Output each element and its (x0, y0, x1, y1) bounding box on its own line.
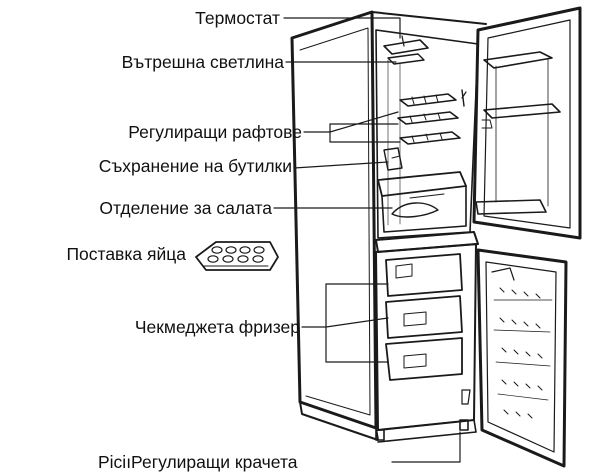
freezer-drawers (385, 253, 471, 405)
label-salad-compartment: Отделение за салата (99, 198, 272, 218)
fridge-feet (375, 419, 469, 441)
leader-lines (273, 17, 461, 463)
shelves (397, 89, 467, 145)
label-thermostat: Термостат (195, 8, 280, 28)
freezer-door (476, 248, 568, 468)
label-adjustable-feet: PiciıРегулиращи крачета (98, 452, 298, 472)
leader-freezer (301, 283, 389, 363)
label-adjustable-shelves: Регулиращи рафтове (128, 122, 302, 142)
label-egg-tray: Поставка яйца (66, 244, 186, 264)
leader-shelves (303, 111, 401, 143)
bottle-rack (383, 147, 403, 171)
label-freezer-drawers: Чекмеджета фризер (134, 317, 300, 337)
thermostat-housing (383, 35, 429, 65)
leader-bottles (293, 161, 389, 169)
egg-tray-illustration (195, 241, 279, 271)
salad-crisper (377, 171, 467, 233)
label-inner-light: Вътрешна светлина (121, 52, 284, 72)
leader-feet (391, 431, 461, 463)
label-bottle-storage: Съхранение на бутилки (98, 156, 292, 176)
leader-thermostat (283, 17, 401, 39)
upper-door (472, 6, 582, 240)
